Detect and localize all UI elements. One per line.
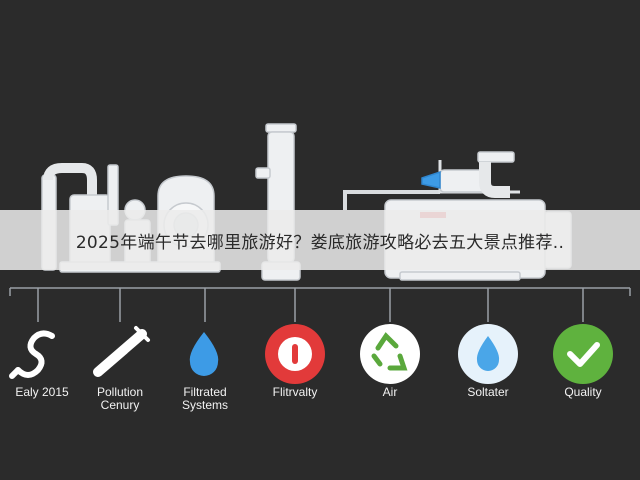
warning-icon xyxy=(265,324,325,384)
water-drop-icon xyxy=(189,332,219,376)
check-icon xyxy=(553,324,613,384)
caption-banner: 2025年端午节去哪里旅游好？娄底旅游攻略必去五大景点推荐.. xyxy=(0,210,640,270)
water-drop-icon-2 xyxy=(458,324,518,384)
label-ealy-2015: Ealy 2015 xyxy=(15,385,69,399)
label-quality: Quality xyxy=(564,385,602,399)
pipe-icon xyxy=(93,326,150,377)
connector-bracket xyxy=(9,287,631,322)
label-soltater: Soltater xyxy=(467,385,509,399)
recycle-icon xyxy=(360,324,420,384)
label-filtrated-systems: Filtrated Systems xyxy=(181,385,228,412)
label-pollution-century: Pollution Cenury xyxy=(96,385,144,412)
caption-text: 2025年端午节去哪里旅游好？娄底旅游攻略必去五大景点推荐.. xyxy=(75,232,565,253)
label-flitrvalty: Flitrvalty xyxy=(272,385,318,399)
letter-s-icon xyxy=(9,330,55,379)
label-air: Air xyxy=(382,385,398,399)
